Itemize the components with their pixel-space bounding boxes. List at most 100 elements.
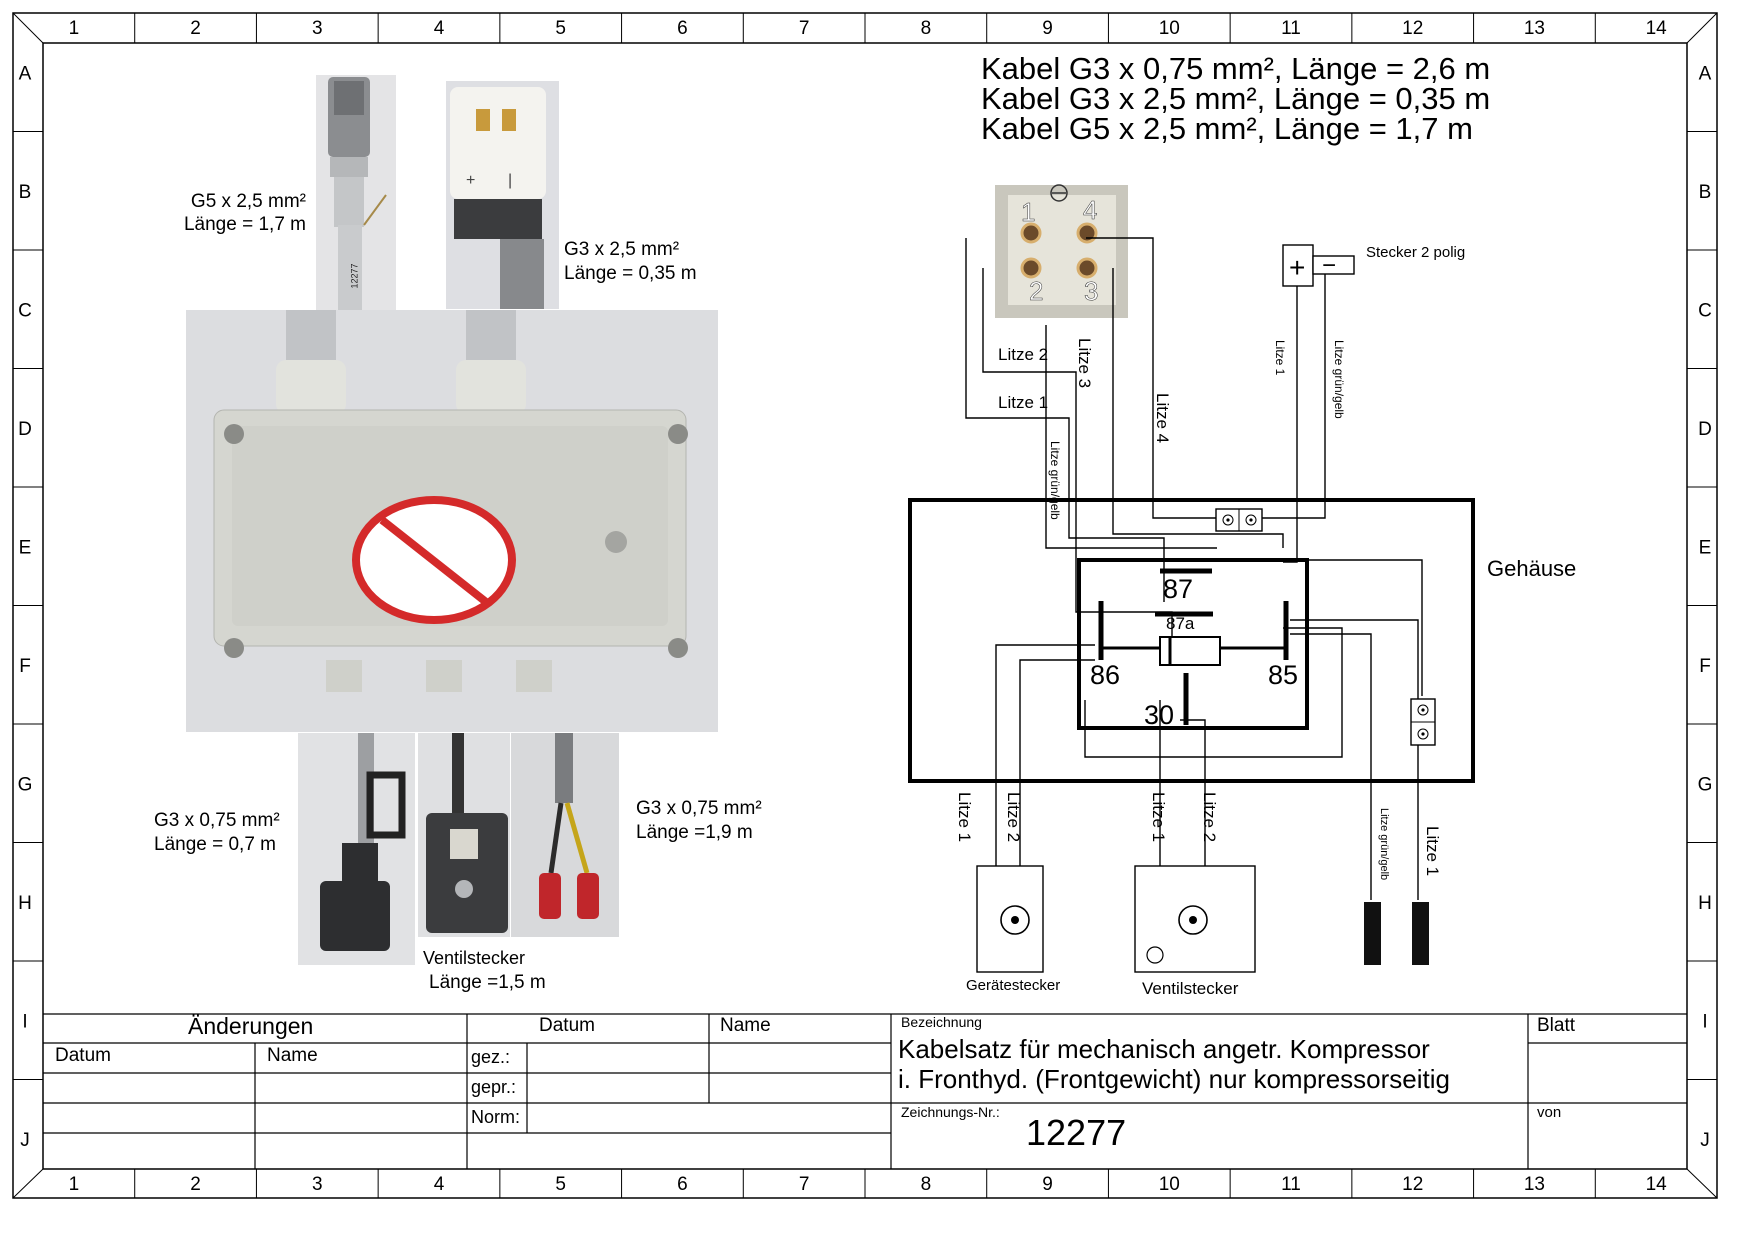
label-ventilstecker-length: Länge =1,5 m: [429, 972, 546, 993]
grid-col-label: 8: [921, 18, 932, 39]
grid-row-label: B: [19, 182, 32, 203]
tb-bezeichnung-line2: i. Fronthyd. (Frontgewicht) nur kompress…: [898, 1064, 1450, 1094]
cable-spec-line: Kabel G3 x 0,75 mm², Länge = 2,6 m: [981, 51, 1491, 86]
grid-col-label: 9: [1042, 18, 1053, 39]
crimp-end: [1412, 902, 1429, 965]
wire-label-litze2: Litze 2: [998, 345, 1049, 364]
tb-von: von: [1537, 1104, 1562, 1121]
grid-col-label: 11: [1281, 18, 1301, 39]
relay-terminal-87: 87: [1163, 574, 1194, 604]
svg-text:+: +: [466, 172, 475, 189]
grid-row-label: J: [1700, 1130, 1710, 1151]
grid-col-label: 6: [677, 18, 688, 39]
tb-blatt: Blatt: [1537, 1015, 1576, 1036]
grid-row-label: J: [20, 1130, 30, 1151]
plug-plus-terminal: [1282, 244, 1314, 287]
cable-spec-line: Kabel G3 x 2,5 mm², Länge = 0,35 m: [981, 81, 1491, 116]
photo-junction-box: [186, 310, 718, 732]
grid-col-label: 1: [69, 18, 80, 39]
tb-zeichnungsnr: 12277: [1026, 1112, 1127, 1153]
relay-terminal-85: 85: [1268, 660, 1299, 690]
grid-col-label: 2: [190, 1174, 201, 1195]
label-g3-25-spec: G3 x 2,5 mm²: [564, 239, 680, 260]
plug-minus-terminal: [1312, 255, 1355, 275]
ventilstecker-box: [1134, 865, 1256, 973]
grid-row-label: G: [1698, 774, 1713, 795]
label-g3-075-right-spec: G3 x 0,75 mm²: [636, 798, 762, 819]
relay-terminal-30: 30: [1144, 700, 1175, 730]
cable-spec-line: Kabel G5 x 2,5 mm², Länge = 1,7 m: [981, 111, 1473, 146]
photo-2pin-plug: + |: [446, 81, 559, 309]
minus-sign: −: [1322, 252, 1336, 279]
grid-row-label: H: [1698, 893, 1712, 914]
pin-label: 1: [1021, 197, 1035, 227]
grid-col-label: 9: [1042, 1174, 1053, 1195]
grid-col-label: 6: [677, 1174, 688, 1195]
tb-aenderungen: Änderungen: [188, 1013, 314, 1039]
grid-row-label: I: [1702, 1011, 1707, 1032]
grid-col-label: 14: [1646, 1174, 1668, 1195]
tb-zeichnungsnr-label: Zeichnungs-Nr.:: [901, 1104, 1000, 1120]
grid-col-label: 4: [434, 1174, 445, 1195]
label-plug: Stecker 2 polig: [1366, 244, 1466, 261]
tb-gez: gez.:: [471, 1047, 511, 1067]
grid-row-label: C: [1698, 300, 1712, 321]
grid-col-label: 13: [1524, 18, 1545, 39]
photo-g5-connector: 12277: [316, 75, 396, 311]
terminal-block-top: [1215, 508, 1263, 532]
grid-col-label: 3: [312, 18, 323, 39]
photo-crimp-terminals: [511, 733, 619, 937]
crimp-end: [1364, 902, 1381, 965]
tb-norm: Norm:: [471, 1107, 520, 1127]
tb-name: Name: [720, 1015, 771, 1036]
grid-col-label: 5: [555, 18, 566, 39]
terminal-block-right: [1410, 698, 1436, 746]
grid-row-label: F: [19, 656, 31, 677]
grid-row-label: D: [18, 419, 32, 440]
connector-4pin: [995, 184, 1128, 318]
grid-col-label: 13: [1524, 1174, 1545, 1195]
grid-col-label: 5: [555, 1174, 566, 1195]
label-g5-length: Länge = 1,7 m: [183, 214, 306, 235]
grid-col-label: 10: [1159, 1174, 1180, 1195]
label-g3-25-length: Länge = 0,35 m: [564, 263, 697, 284]
photo-ventilstecker: [418, 733, 510, 937]
grid-col-label: 7: [799, 1174, 810, 1195]
grid-col-label: 3: [312, 1174, 323, 1195]
grid-col-label: 2: [190, 18, 201, 39]
tb-name-left: Name: [267, 1045, 318, 1066]
grid-row-label: I: [22, 1011, 27, 1032]
label-g3-075-left-length: Länge = 0,7 m: [154, 834, 277, 855]
relay-terminal-87a: 87a: [1166, 614, 1195, 633]
grid-col-label: 7: [799, 18, 810, 39]
pin-label: 4: [1083, 195, 1097, 225]
grid-row-label: H: [18, 893, 32, 914]
grid-col-label: 11: [1281, 1174, 1301, 1195]
tb-bezeichnung-line1: Kabelsatz für mechanisch angetr. Kompres…: [898, 1034, 1430, 1064]
label-g3-075-left-spec: G3 x 0,75 mm²: [154, 810, 280, 831]
label-housing: Gehäuse: [1487, 556, 1577, 581]
relay-terminal-86: 86: [1090, 660, 1121, 690]
grid-col-label: 4: [434, 18, 445, 39]
pin-label: 3: [1084, 276, 1098, 306]
tb-datum-left: Datum: [55, 1045, 111, 1066]
label-g3-075-right-length: Länge =1,9 m: [636, 822, 753, 843]
grid-col-label: 12: [1402, 1174, 1423, 1195]
tb-datum: Datum: [539, 1015, 595, 1036]
plus-sign: +: [1289, 252, 1305, 283]
tb-bezeichnung-label: Bezeichnung: [901, 1014, 982, 1030]
grid-row-label: B: [1699, 182, 1712, 203]
pin-label: 2: [1029, 276, 1043, 306]
tb-gepr: gepr.:: [471, 1077, 517, 1097]
grid-row-label: A: [1699, 63, 1712, 84]
geraetestecker-box: [976, 865, 1044, 973]
grid-row-label: F: [1699, 656, 1711, 677]
label-g5-spec: G5 x 2,5 mm²: [190, 191, 306, 212]
grid-col-label: 12: [1402, 18, 1423, 39]
label-ventilstecker: Ventilstecker: [423, 948, 526, 968]
grid-col-label: 14: [1646, 18, 1668, 39]
relay: [1077, 558, 1309, 730]
